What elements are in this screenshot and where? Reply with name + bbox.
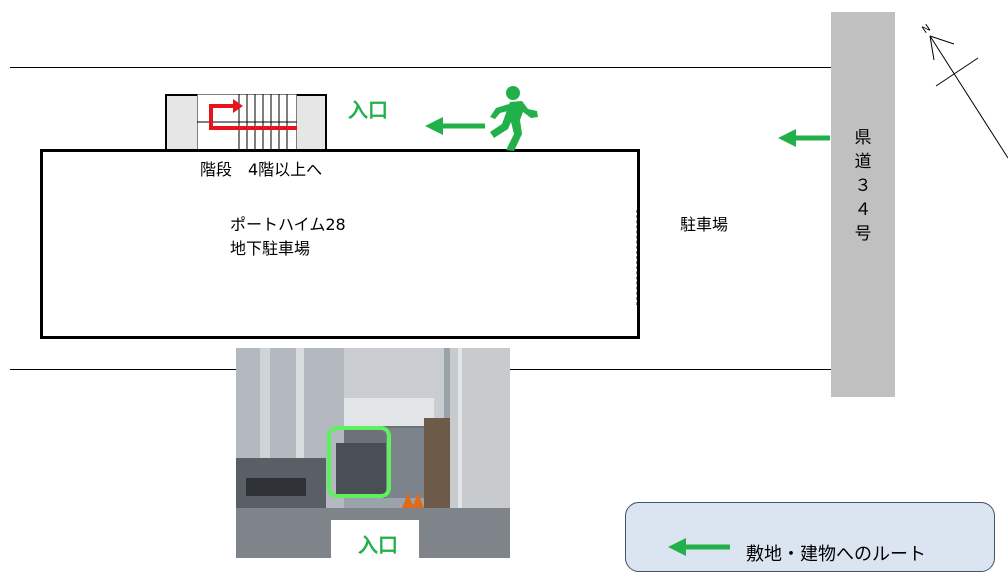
street-line-top xyxy=(10,67,832,68)
prefectural-road xyxy=(831,12,895,397)
stairs-label: 階段 4階以上へ xyxy=(200,160,323,179)
parking-label: 駐車場 xyxy=(680,215,729,234)
north-arrow-icon: N xyxy=(920,23,1008,159)
entrance-photo-drawing xyxy=(236,348,510,558)
route-arrow-icon xyxy=(425,117,485,135)
route-arrow-icon xyxy=(668,538,730,556)
stairs-structure xyxy=(165,94,327,150)
entrance-highlight-box xyxy=(327,426,391,498)
parking-boundary-dashed xyxy=(636,210,637,305)
entrance-top-label: 入口 xyxy=(348,98,388,122)
legend-route-label: 敷地・建物へのルート xyxy=(746,544,926,565)
running-person-icon xyxy=(490,86,538,151)
north-label: N xyxy=(920,23,932,36)
stairs-route-arrow xyxy=(209,104,297,130)
entrance-photo-label: 入口 xyxy=(358,533,398,557)
building-name: ポートハイム28 xyxy=(230,215,346,234)
building-subtitle: 地下駐車場 xyxy=(230,239,311,258)
legend-box: 敷地・建物へのルート xyxy=(625,502,995,572)
route-arrow-icon xyxy=(778,129,830,147)
entrance-photo: 入口 xyxy=(236,348,510,558)
road-label: 県 道 ３ ４ 号 xyxy=(854,128,872,244)
stairs-icon xyxy=(197,94,297,150)
building-outline xyxy=(40,149,640,339)
